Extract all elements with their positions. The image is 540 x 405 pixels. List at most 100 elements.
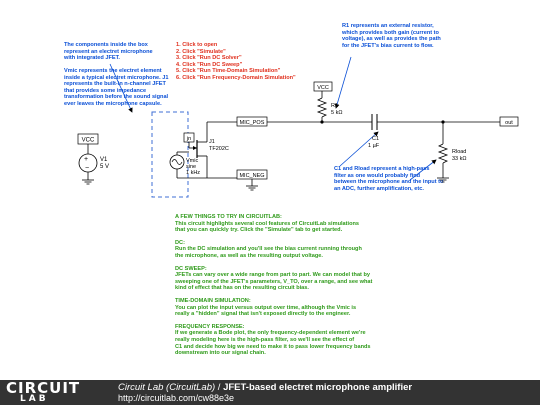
tip-heading: DC: xyxy=(175,239,185,246)
r1-name-label: R1 xyxy=(331,103,338,109)
footer-title: Circuit Lab (CircuitLab) / JFET-based el… xyxy=(118,382,412,393)
out-label: out xyxy=(505,120,513,126)
v1-minus: − xyxy=(85,165,89,172)
step-item[interactable]: 4. Click "Run DC Sweep" xyxy=(176,61,243,68)
mic-pos-flag xyxy=(236,116,268,127)
vmic-source[interactable]: Vmic sine 1 kHz xyxy=(169,151,200,176)
step-item[interactable]: 6. Click "Run Frequency-Domain Simulatio… xyxy=(176,74,296,81)
annotation-arrows xyxy=(109,56,437,181)
circuitlab-logo[interactable]: CIRCUIT LAB xyxy=(6,379,81,404)
v1-value-label: 5 V xyxy=(100,164,109,170)
box-description-note: The components inside the box represent … xyxy=(64,42,153,62)
logo-top-text: CIRCUIT xyxy=(6,379,81,397)
tip-line: Run the DC simulation and you'll see the… xyxy=(175,246,362,253)
note-line: with integrated JFET. xyxy=(64,55,120,62)
vmic-name-label: Vmic xyxy=(186,158,198,164)
tip-line: JFETs can vary over a wide range from pa… xyxy=(175,272,371,279)
vcc-left-label: VCC xyxy=(82,138,95,144)
note-line: represent an electret microphone xyxy=(64,48,153,55)
rload-value-label: 33 kΩ xyxy=(452,156,467,162)
c1-capacitor[interactable]: C1 1 µF xyxy=(368,114,500,149)
tip-heading: A FEW THINGS TO TRY IN CIRCUITLAB: xyxy=(175,214,282,220)
c1-value-label: 1 µF xyxy=(368,143,380,149)
note-line: which provides both gain (current to xyxy=(342,29,439,36)
tip-intro: A FEW THINGS TO TRY IN CIRCUITLAB: This … xyxy=(175,214,372,234)
tip-line: You can plot the input versus output ove… xyxy=(175,304,357,311)
r1-resistor[interactable]: VCC R1 5 kΩ xyxy=(313,81,342,122)
v1-source[interactable]: VCC + − V1 5 V xyxy=(77,133,109,185)
sine-icon xyxy=(171,159,183,165)
tips-panel: A FEW THINGS TO TRY IN CIRCUITLAB: This … xyxy=(175,214,372,363)
note-line: represents the built-in n-channel JFET xyxy=(64,81,166,88)
box-note-arrow xyxy=(109,63,133,113)
step-item[interactable]: 3. Click "Run DC Solver" xyxy=(176,55,242,62)
tip-dc-sweep: DC SWEEP: JFETs can vary over a wide ran… xyxy=(175,266,372,292)
note-line: The components inside the box xyxy=(64,42,148,48)
note-line: transformation before the sound signal xyxy=(64,94,169,101)
logo-bottom-text: LAB xyxy=(20,394,49,404)
c1-note-arrow xyxy=(339,131,379,167)
tip-line: sweeping one of the JFET's parameters, V… xyxy=(175,278,373,285)
tip-line: really modeling here is the high-pass fi… xyxy=(175,336,355,343)
vmic-freq-label: 1 kHz xyxy=(186,170,200,176)
mic-neg-label: MIC_NEG xyxy=(239,173,264,179)
j1-jfet[interactable]: J1 TF202C xyxy=(189,122,229,178)
jn-label: jn xyxy=(186,136,191,142)
note-line: an ADC, further amplification, etc. xyxy=(334,185,424,192)
rload-name-label: Rload xyxy=(452,149,466,155)
step-item[interactable]: 1. Click to open xyxy=(176,42,218,48)
footer-bar: CIRCUIT LAB Circuit Lab (CircuitLab) / J… xyxy=(0,380,540,405)
note-line: voltage), as well as provides the path xyxy=(342,36,441,43)
c1-name-label: C1 xyxy=(372,136,379,142)
v1-name-label: V1 xyxy=(100,157,108,163)
title-separator: / xyxy=(215,382,224,393)
tip-line: really a "hidden" signal that isn't expo… xyxy=(175,311,351,318)
rload-zigzag xyxy=(437,143,449,164)
circuit-schematic: VCC + − V1 5 V jn Vmic sine 1 kHz xyxy=(77,56,519,198)
c1-description-note: C1 and Rload represent a high-pass filte… xyxy=(334,166,443,192)
r1-zigzag xyxy=(316,97,328,118)
jfet-gate-arrow-icon xyxy=(193,146,197,150)
r1-description-note: R1 represents an external resistor, whic… xyxy=(342,23,441,49)
tip-time-domain: TIME-DOMAIN SIMULATION: You can plot the… xyxy=(175,298,372,318)
vmic-type-label: sine xyxy=(186,164,196,170)
note-line: filter as one would probably find xyxy=(334,172,421,179)
tip-line: downstream into our signal chain. xyxy=(175,350,266,357)
tip-line: C1 and decide how big we need to make it… xyxy=(175,343,371,350)
tip-heading: TIME-DOMAIN SIMULATION: xyxy=(175,297,251,304)
simulation-steps: 1. Click to open 2. Click "Simulate" 3. … xyxy=(176,42,296,82)
out-flag xyxy=(499,116,519,127)
tip-heading: DC SWEEP: xyxy=(175,265,207,272)
note-line: for the JFET's bias current to flow. xyxy=(342,42,434,49)
j1-name-label: J1 xyxy=(209,139,215,145)
j1-part-label: TF202C xyxy=(209,146,229,152)
tip-line: This circuit highlights several cool fea… xyxy=(175,220,360,227)
tip-heading: FREQUENCY RESPONSE: xyxy=(175,323,245,330)
step-item[interactable]: 5. Click "Run Time-Domain Simulation" xyxy=(176,68,281,75)
note-line: C1 and Rload represent a high-pass xyxy=(334,166,430,172)
vcc-r1-label: VCC xyxy=(317,85,329,91)
note-line: that provides some impedance xyxy=(64,87,147,94)
v1-plus: + xyxy=(84,156,88,163)
note-line: between the microphone and the input to xyxy=(334,179,444,186)
mic-pos-label: MIC_POS xyxy=(240,120,265,126)
step-item[interactable]: 2. Click "Simulate" xyxy=(176,48,226,55)
rload-note-arrow xyxy=(409,159,437,181)
tip-line: kind of effect that has on the resulting… xyxy=(175,285,309,292)
microphone-box xyxy=(151,111,189,198)
tip-frequency-response: FREQUENCY RESPONSE: If we generate a Bod… xyxy=(175,324,372,357)
tip-dc: DC: Run the DC simulation and you'll see… xyxy=(175,240,372,260)
circuit-url-link[interactable]: http://circuitlab.com/cw88e3e xyxy=(118,393,235,403)
r1-value-label: 5 kΩ xyxy=(331,110,342,116)
r1-note-arrow xyxy=(334,56,352,109)
note-line: ever leaves the microphone capsule. xyxy=(64,100,162,107)
site-name[interactable]: Circuit Lab (CircuitLab) xyxy=(118,382,216,393)
circuit-title: JFET-based electret microphone amplifier xyxy=(223,382,413,393)
vcc-r1-flag xyxy=(313,81,333,92)
rload-resistor[interactable]: Rload 33 kΩ xyxy=(437,122,467,183)
tip-line: that you can quickly try. Click the "Sim… xyxy=(175,227,343,234)
note-line: R1 represents an external resistor, xyxy=(342,23,434,29)
tip-line: the microphone, as well as the resulting… xyxy=(175,252,323,259)
tip-line: If we generate a Bode plot, the only fre… xyxy=(175,330,366,337)
